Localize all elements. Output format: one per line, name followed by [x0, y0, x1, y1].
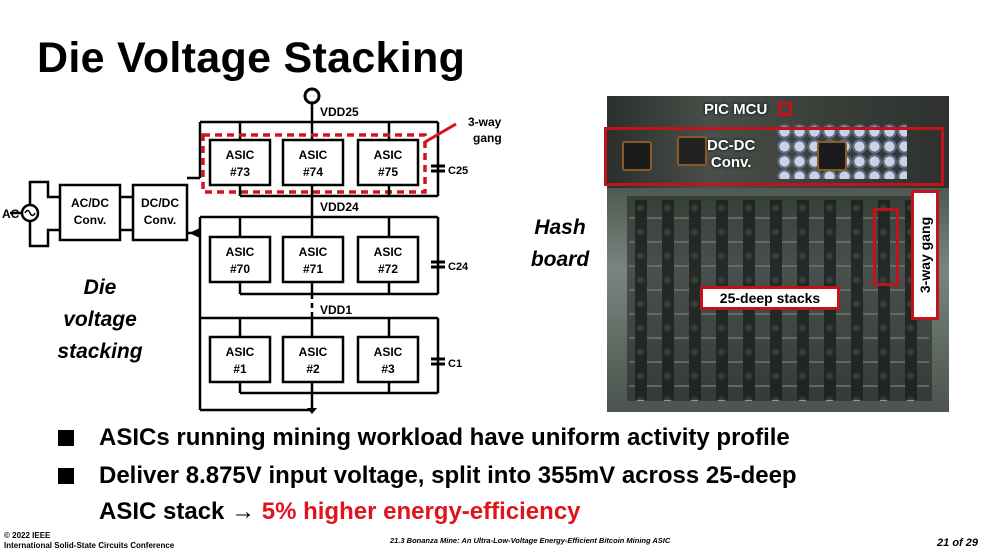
asic-3-id: #3: [381, 362, 395, 376]
rail-label-mid: VDD24: [320, 200, 359, 214]
stacks-label: 25-deep stacks: [700, 286, 840, 310]
hash-board-line2: board: [530, 248, 590, 271]
dcdc-line2: Conv.: [144, 213, 176, 227]
hash-board-photo: [607, 96, 949, 412]
asic-71-name: ASIC: [299, 245, 328, 259]
ac-label: AC: [2, 207, 20, 221]
acdc-line2: Conv.: [74, 213, 106, 227]
bullet-square-icon: [58, 468, 74, 484]
asic-72-name: ASIC: [374, 245, 403, 259]
inductor-right: [817, 141, 847, 171]
gang-label-text: 3-way gang: [917, 216, 933, 294]
asic-75-name: ASIC: [374, 148, 403, 162]
asic-71-id: #71: [303, 262, 323, 276]
inductor-center: [677, 136, 707, 166]
rail-label-low: VDD1: [320, 303, 352, 317]
asic-75-id: #75: [378, 165, 398, 179]
asic-row-mid: ASIC #70 ASIC #71 ASIC #72: [208, 235, 420, 284]
gang-label: 3-way gang: [911, 190, 939, 320]
hash-board-label: Hash board: [520, 212, 600, 276]
bullet-2-emphasis: 5% higher energy-efficiency: [261, 498, 581, 525]
side-label-line2: voltage: [63, 308, 137, 331]
footer-copyright: © 2022 IEEE: [4, 531, 51, 540]
gang-highlight-box: [873, 208, 899, 286]
side-label-line3: stacking: [57, 340, 143, 363]
asic-2-name: ASIC: [299, 345, 328, 359]
rail-label-top: VDD25: [320, 105, 359, 119]
bullet-square-icon: [58, 430, 74, 446]
acdc-line1: AC/DC: [71, 196, 109, 210]
asic-row-top: ASIC #73 ASIC #74 ASIC #75: [208, 138, 420, 187]
asic-74-name: ASIC: [299, 148, 328, 162]
asic-73-id: #73: [230, 165, 250, 179]
asic-70-name: ASIC: [226, 245, 255, 259]
cap-label-c1: C1: [448, 358, 462, 370]
board-dcdc-line2: Conv.: [710, 154, 752, 171]
footer-conference: International Solid-State Circuits Confe…: [4, 541, 175, 550]
voltage-stack-schematic: VDD25 C25 3-way gang ASIC #73 ASIC #74 A…: [2, 87, 502, 414]
cap-label-c24: C24: [448, 261, 469, 273]
bullet-list: ASICs running mining workload have unifo…: [58, 420, 978, 532]
asic-72-id: #72: [378, 262, 398, 276]
bullet-2-continuation: ASIC stack →: [99, 498, 262, 525]
dcdc-line1: DC/DC: [141, 196, 179, 210]
gang-annotation-line1: 3-way: [468, 115, 502, 129]
bullet-item: Deliver 8.875V input voltage, split into…: [58, 458, 978, 530]
asic-3-name: ASIC: [374, 345, 403, 359]
footer-copyright-block: © 2022 IEEE International Solid-State Ci…: [4, 531, 174, 551]
inductor-left: [622, 141, 652, 171]
dcdc-box: [604, 127, 944, 186]
bullet-item: ASICs running mining workload have unifo…: [58, 420, 978, 456]
board-dcdc-line1: DC-DC: [707, 137, 756, 154]
pic-mcu-box: [778, 102, 792, 116]
side-label-line1: Die: [83, 276, 117, 299]
pic-mcu-label: PIC MCU: [704, 101, 768, 118]
hash-board-line1: Hash: [534, 216, 586, 239]
bullet-2-text: Deliver 8.875V input voltage, split into…: [99, 462, 797, 489]
asic-74-id: #74: [303, 165, 323, 179]
footer-paper-title: 21.3 Bonanza Mine: An Ultra-Low-Voltage …: [390, 536, 671, 545]
asic-73-name: ASIC: [226, 148, 255, 162]
slide-title: Die Voltage Stacking: [37, 34, 466, 82]
cap-label-c25: C25: [448, 165, 468, 177]
asic-row-bottom: ASIC #1 ASIC #2 ASIC #3: [208, 335, 420, 384]
asic-1-name: ASIC: [226, 345, 255, 359]
board-dcdc-label: DC-DC Conv.: [707, 137, 755, 171]
die-voltage-stacking-label: Die voltage stacking: [50, 272, 150, 368]
page-number: 21 of 29: [937, 537, 978, 549]
asic-1-id: #1: [233, 362, 247, 376]
bullet-1-text: ASICs running mining workload have unifo…: [99, 424, 790, 451]
asic-70-id: #70: [230, 262, 250, 276]
asic-2-id: #2: [306, 362, 320, 376]
gang-annotation-line2: gang: [473, 131, 502, 145]
